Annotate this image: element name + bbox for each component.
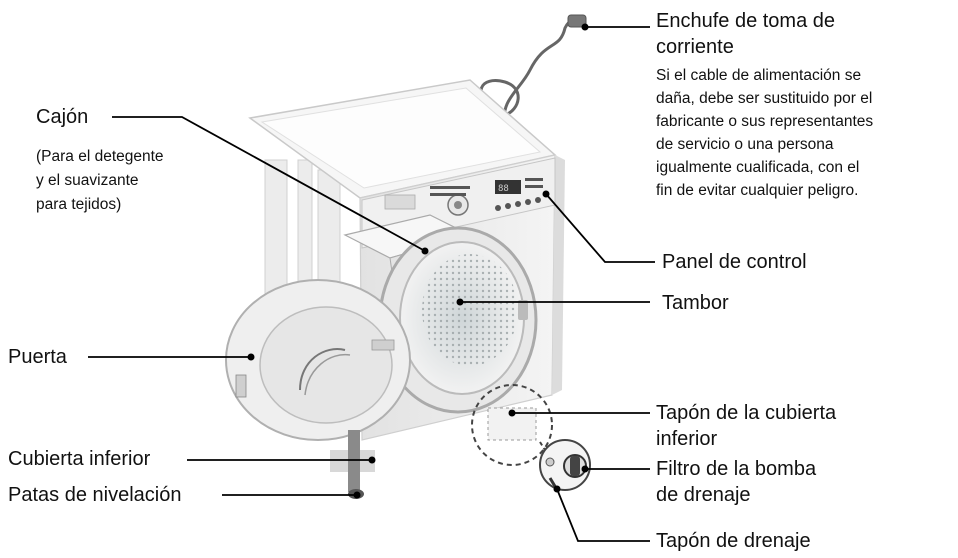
drawer-note-line: (Para el detegente	[36, 148, 164, 165]
control-buttons: 88	[430, 178, 543, 216]
door	[225, 279, 411, 441]
drawer-note-line: y el suavizante	[36, 172, 139, 189]
plug-note-line: de servicio o una persona	[656, 136, 834, 153]
leader-dots	[247, 23, 589, 499]
svg-text:88: 88	[498, 184, 509, 194]
plug-note-line: fin de evitar cualquier peligro.	[656, 182, 859, 199]
label-filter-1: Filtro de la bomba	[656, 458, 817, 480]
label-plug-title-2: corriente	[656, 36, 734, 58]
plug-note-line: Si el cable de alimentación se	[656, 67, 862, 84]
label-filter-2: de drenaje	[656, 484, 751, 506]
plug-note-line: fabricante o sus representantes	[656, 113, 874, 130]
label-drawer-title: Cajón	[36, 106, 89, 128]
label-door: Puerta	[8, 346, 67, 368]
label-control-panel: Panel de control	[662, 251, 807, 273]
label-leveling-legs: Patas de nivelación	[8, 484, 182, 506]
plug-note-line: daña, debe ser sustituido por el	[656, 90, 873, 107]
leader-lines	[88, 26, 655, 542]
label-lower-cover-cap-2: inferior	[656, 428, 718, 450]
label-lower-cover: Cubierta inferior	[8, 448, 151, 470]
label-plug-title-1: Enchufe de toma de	[656, 10, 836, 32]
drawer-note-line: para tejidos)	[36, 196, 122, 213]
label-drain-cap: Tapón de drenaje	[656, 530, 811, 552]
label-drum: Tambor	[662, 292, 729, 314]
leveling-leg	[348, 430, 360, 492]
label-lower-cover-cap-1: Tapón de la cubierta	[656, 402, 837, 424]
drum	[378, 226, 538, 414]
plug-note-line: igualmente cualificada, con el	[656, 159, 860, 176]
